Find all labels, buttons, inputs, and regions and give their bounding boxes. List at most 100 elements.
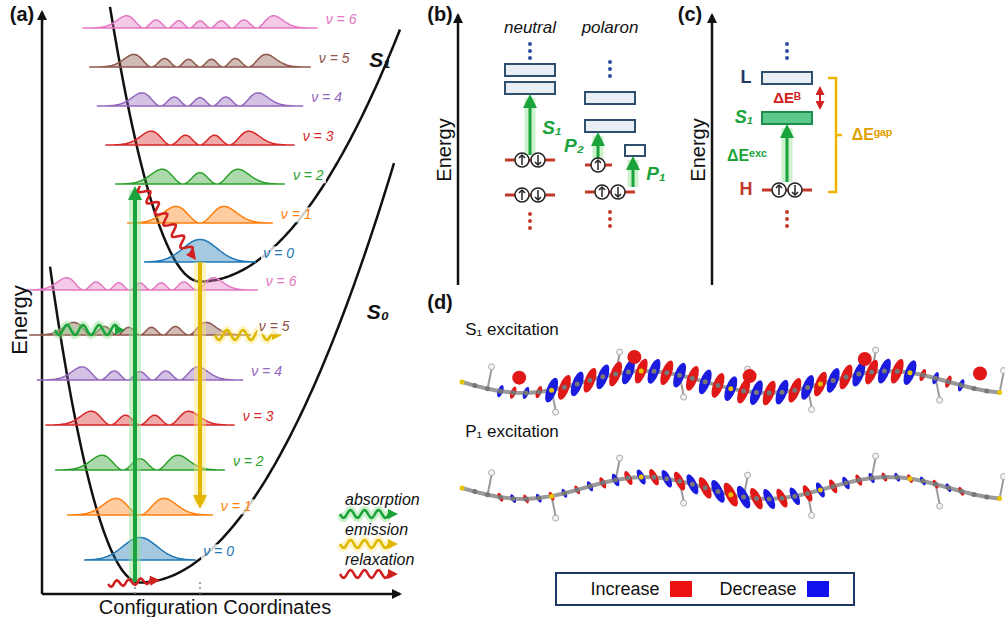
electron <box>531 188 545 202</box>
spin-head <box>792 192 798 195</box>
atom <box>869 476 874 481</box>
atom <box>959 489 964 494</box>
electron <box>595 185 609 199</box>
atom <box>639 475 644 480</box>
atom <box>856 372 861 377</box>
density-lobe <box>773 378 791 406</box>
density-lobe <box>875 357 893 385</box>
atom <box>524 390 529 395</box>
electron <box>772 183 786 197</box>
atom <box>575 381 580 386</box>
atom <box>741 495 746 500</box>
legend-swatch <box>807 581 829 597</box>
axis-label: Energy <box>8 285 32 355</box>
density-lobe <box>561 488 569 498</box>
density-lobe <box>521 386 530 400</box>
h-atom <box>873 453 879 459</box>
wavefunction <box>82 16 317 28</box>
atom <box>946 379 951 384</box>
h-atom <box>617 349 623 355</box>
arrow-glow <box>593 136 604 160</box>
h-atom <box>489 364 495 370</box>
atom <box>972 386 977 391</box>
atom <box>588 378 593 383</box>
density-lobe <box>623 470 635 486</box>
atom <box>780 496 785 501</box>
text-label: S₁ <box>369 48 390 71</box>
atom <box>652 369 657 374</box>
text-label: ΔEᵉˣᶜ <box>727 147 767 165</box>
density-lobe <box>497 492 505 502</box>
atom <box>549 494 554 499</box>
atom <box>895 369 900 374</box>
level-label: ν = 0 <box>201 544 236 559</box>
transition-arrow <box>632 160 635 187</box>
density-lobe <box>496 384 505 398</box>
density-lobe <box>598 476 608 489</box>
density-lobe <box>801 484 815 503</box>
legend-text: relaxation <box>345 551 414 569</box>
atom <box>472 383 477 388</box>
wavefunction <box>127 206 273 223</box>
atom <box>882 369 887 374</box>
density-lobe <box>734 484 753 510</box>
h-atom <box>1001 368 1005 374</box>
atom <box>652 475 657 480</box>
arrow-glow <box>628 160 639 187</box>
wavefunction <box>105 131 294 145</box>
density-lobe <box>957 486 965 496</box>
axes-c <box>711 15 714 285</box>
atom <box>754 496 759 501</box>
atom <box>524 496 529 501</box>
text-label: Configuration Coordinates <box>99 596 331 617</box>
wavy-arrowhead <box>388 509 398 519</box>
text-label: (c) <box>678 3 702 25</box>
spin-head <box>599 187 605 190</box>
atom <box>511 390 516 395</box>
level-label: ν = 4 <box>249 364 284 379</box>
density-lobe <box>535 493 543 503</box>
text-label: ΔEᵍᵃᵖ <box>852 126 893 144</box>
density-lobe <box>811 370 829 398</box>
atom <box>588 484 593 489</box>
density-lobe <box>893 472 901 482</box>
h-atom <box>617 455 623 461</box>
atom <box>767 390 772 395</box>
atom <box>562 385 567 390</box>
density-lobe <box>862 358 880 386</box>
atom <box>626 475 631 480</box>
spin-head <box>535 162 541 165</box>
density-lobe <box>509 494 517 504</box>
wavy-arrow <box>340 510 391 518</box>
density-lobe <box>647 468 661 487</box>
density-lobe <box>581 366 599 394</box>
wavy-arrow <box>108 578 153 587</box>
text-label: L <box>741 68 752 88</box>
wavy-arrowhead <box>186 249 196 260</box>
density-lobe <box>867 472 876 484</box>
h-atom <box>873 347 879 353</box>
level-label: ν = 1 <box>219 499 254 514</box>
atom <box>792 494 797 499</box>
spin-head <box>615 194 621 197</box>
atom <box>844 480 849 485</box>
atom <box>562 491 567 496</box>
wavy-arrow <box>340 540 391 548</box>
density-lobe <box>881 472 889 482</box>
density-lobe <box>594 363 612 391</box>
atom <box>639 369 644 374</box>
atom <box>498 389 503 394</box>
text-label: P₂ <box>564 136 584 157</box>
h-atom <box>809 512 815 518</box>
atom <box>997 390 1002 395</box>
atom <box>882 475 887 480</box>
transition-arrow <box>133 190 137 582</box>
atom <box>818 488 823 493</box>
h-atom <box>745 472 751 478</box>
density-lobe <box>534 385 543 399</box>
density-lobe <box>632 357 650 385</box>
legend-text: Increase <box>590 579 659 600</box>
atom <box>869 370 874 375</box>
transition-arrow <box>786 128 789 182</box>
